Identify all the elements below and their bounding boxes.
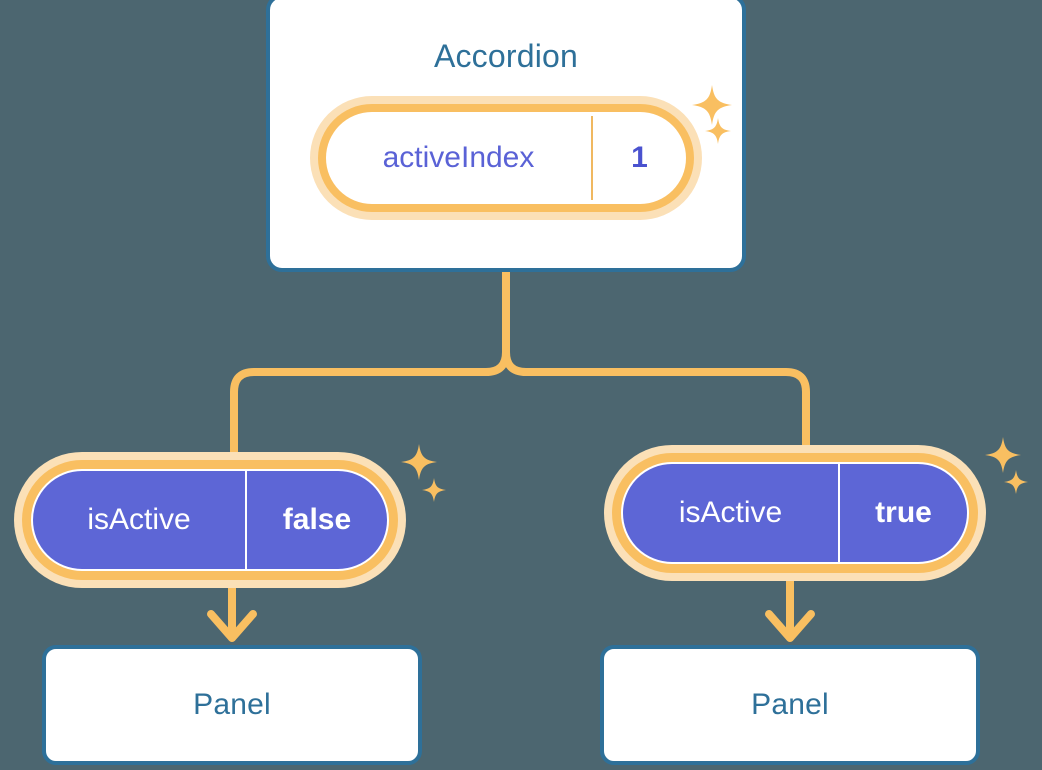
badge-divider [838, 464, 840, 562]
panel-component-card-right[interactable]: Panel [600, 645, 980, 765]
badge-divider [245, 471, 247, 569]
badge-value: true [875, 496, 932, 529]
edge-root-split-left [230, 348, 510, 466]
panel-title: Panel [193, 688, 271, 721]
badge-body: isActive false [31, 469, 389, 571]
badge-body: activeIndex 1 [326, 112, 686, 204]
badge-key: isActive [678, 496, 783, 529]
state-badge-activeindex[interactable]: activeIndex 1 [310, 96, 702, 220]
accordion-title: Accordion [433, 38, 579, 74]
badge-key: isActive [87, 503, 191, 536]
panel-title: Panel [751, 688, 829, 721]
edge-root-split [502, 267, 810, 459]
prop-badge-isactive-false[interactable]: isActive false [14, 452, 406, 588]
arrowhead-right [765, 610, 815, 642]
badge-body: isActive true [621, 462, 969, 564]
prop-badge-isactive-true[interactable]: isActive true [604, 445, 986, 581]
arrowhead-left [207, 610, 257, 642]
badge-divider [591, 116, 593, 200]
badge-value: false [282, 503, 352, 536]
badge-value: 1 [631, 141, 648, 174]
badge-key: activeIndex [382, 141, 535, 174]
panel-component-card-left[interactable]: Panel [42, 645, 422, 765]
